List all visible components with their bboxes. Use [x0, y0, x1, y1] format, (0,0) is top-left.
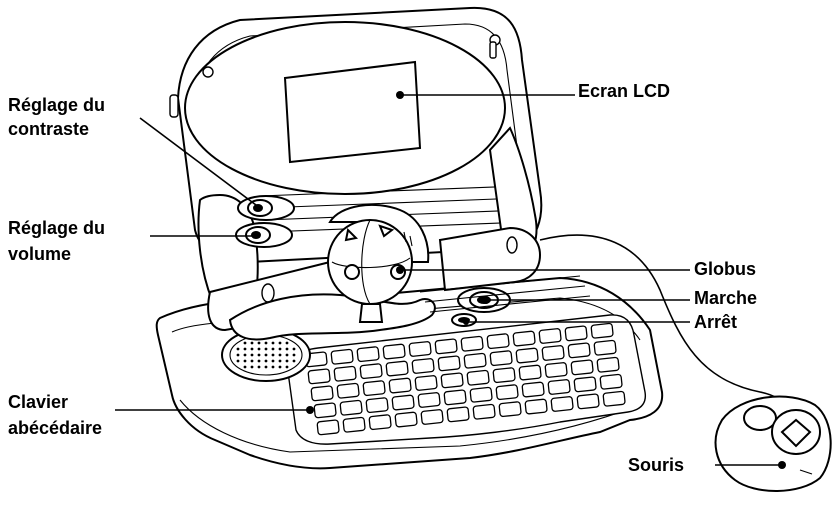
- keyboard-key: [469, 386, 493, 403]
- top-ridges: [419, 275, 591, 313]
- hinge-right: [438, 126, 542, 292]
- keyboard-key: [550, 396, 574, 412]
- keyboard-key: [593, 339, 617, 356]
- keyboard-key: [541, 345, 565, 361]
- keyboard-key: [408, 341, 432, 357]
- label-contraste-line2: contraste: [8, 119, 90, 139]
- label-contraste-line1: Réglage du: [8, 95, 106, 115]
- label-arret: Arrêt: [694, 312, 738, 332]
- keyboard-key: [313, 402, 337, 419]
- keyboard-key: [336, 382, 360, 399]
- keyboard-key: [518, 364, 542, 381]
- keyboard-key: [446, 406, 470, 423]
- keyboard-key: [495, 384, 519, 401]
- keyboard-key: [333, 365, 357, 382]
- contrast-knob: [237, 195, 295, 221]
- keyboard-key: [394, 411, 418, 428]
- keyboard-key: [599, 373, 623, 390]
- keyboard-key: [573, 376, 597, 393]
- keyboard-key: [391, 394, 415, 411]
- keyboard-key: [382, 343, 406, 360]
- keyboard-key: [463, 352, 487, 369]
- leader-lines: [115, 91, 786, 469]
- keyboard-key: [472, 403, 496, 420]
- keyboard-key: [388, 377, 412, 394]
- label-clavier-line1: Clavier: [8, 392, 69, 412]
- mouse-cable: [539, 234, 786, 406]
- keyboard-key: [590, 322, 614, 339]
- label-volume-line1: Réglage du: [8, 218, 106, 238]
- keyboard-key: [310, 385, 334, 402]
- mouse-device: [714, 395, 832, 492]
- keyboard-key: [570, 359, 594, 376]
- keyboard-key: [437, 355, 461, 372]
- keyboard-key: [316, 419, 340, 436]
- keyboard-key: [420, 409, 444, 425]
- label-marche: Marche: [694, 288, 758, 308]
- keyboard-key: [486, 333, 510, 350]
- keyboard-key: [602, 390, 626, 407]
- keyboard-key: [368, 414, 392, 431]
- keyboard-key: [411, 358, 435, 374]
- keyboard-key: [515, 347, 539, 364]
- keyboard-key: [443, 389, 467, 406]
- keyboard-key: [466, 369, 490, 386]
- keyboard-key: [544, 362, 568, 378]
- keyboard-key: [596, 356, 620, 373]
- keyboard-key: [498, 401, 522, 418]
- keyboard-key: [576, 393, 600, 410]
- keyboard-key: [417, 392, 441, 408]
- keyboard-key: [547, 379, 571, 395]
- leader-contraste: [139, 117, 261, 209]
- keyboard-key: [521, 381, 545, 398]
- globe-assembly: [228, 203, 436, 341]
- keyboard-key: [359, 363, 383, 380]
- label-ecran-lcd: Ecran LCD: [578, 81, 671, 101]
- label-volume-line2: volume: [8, 244, 72, 264]
- keyboard-key: [365, 397, 389, 414]
- keyboard-keys: [304, 322, 626, 436]
- keyboard-key: [492, 367, 516, 384]
- keyboard-key: [356, 346, 380, 363]
- keyboard-key: [385, 360, 409, 377]
- label-souris: Souris: [628, 455, 685, 475]
- keyboard-key: [330, 348, 354, 365]
- keyboard-key: [567, 342, 591, 359]
- lcd-screen: [283, 60, 422, 164]
- keyboard-key: [339, 399, 363, 416]
- keyboard-key: [512, 330, 536, 347]
- keyboard-key: [538, 328, 562, 344]
- label-globus: Globus: [694, 259, 756, 279]
- keyboard-key: [460, 335, 484, 352]
- volume-knob: [235, 222, 293, 248]
- keyboard-key: [414, 375, 438, 391]
- keyboard-key: [440, 372, 464, 389]
- keyboard-key: [342, 416, 366, 433]
- keyboard-key: [307, 368, 331, 385]
- keyboard-key: [524, 398, 548, 415]
- keyboard-key: [434, 338, 458, 355]
- keyboard-key: [564, 325, 588, 342]
- keyboard-key: [489, 350, 513, 367]
- label-clavier-line2: abécédaire: [8, 418, 103, 438]
- keyboard-key: [362, 380, 386, 397]
